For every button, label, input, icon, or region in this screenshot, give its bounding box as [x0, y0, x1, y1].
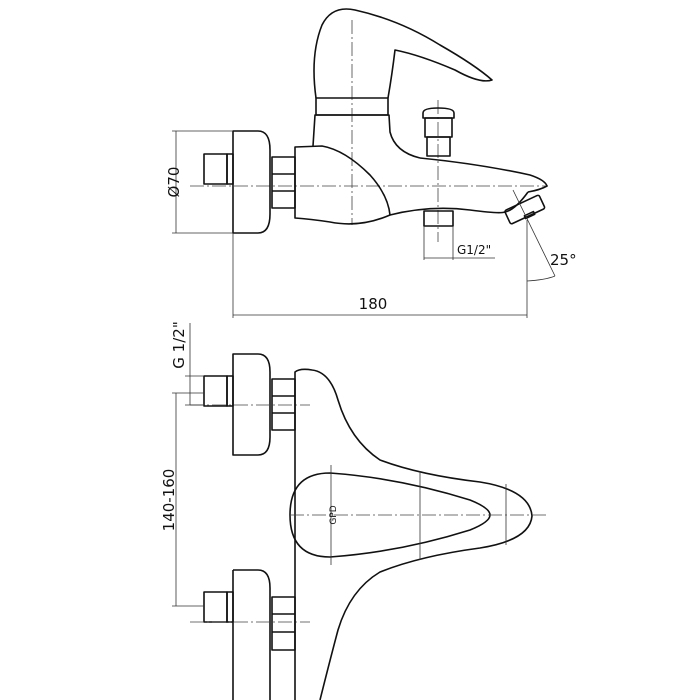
shower-outlet	[423, 210, 454, 227]
upper-hex-nut	[271, 378, 296, 431]
body-bottom	[389, 207, 506, 216]
diameter-label: Ø70	[165, 167, 183, 198]
front-view: GPD G 1/2" 140-160	[160, 321, 548, 700]
brand-logo: GPD	[329, 505, 339, 524]
angle-arc	[526, 275, 556, 282]
lower-hex-nut	[271, 596, 296, 651]
lower-inlet-pipe	[203, 591, 228, 623]
brand-logo-text: GPD	[329, 505, 339, 524]
side-view: Ø70 180 G1/2" 25°	[165, 8, 577, 318]
diverter-stem	[426, 136, 451, 157]
outlet-thread-label: G1/2"	[457, 243, 491, 257]
escutcheon	[232, 130, 271, 234]
upper-escutcheon	[232, 353, 271, 456]
mixer-body	[294, 145, 391, 225]
stem-ring	[315, 97, 389, 116]
front-body	[294, 368, 533, 700]
center-distance-label: 140-160	[160, 469, 178, 532]
inlet-pipe	[203, 153, 228, 185]
hex-nut	[271, 156, 296, 209]
length-label: 180	[359, 295, 388, 313]
inlet-pipe-collar	[226, 153, 234, 185]
aerator	[504, 194, 546, 225]
cartridge-stem	[312, 114, 421, 159]
lower-escutcheon	[233, 569, 271, 700]
diverter-knob	[424, 117, 453, 138]
lever-handle	[313, 8, 493, 99]
angle-label: 25°	[550, 251, 577, 269]
spout-top	[419, 157, 548, 193]
inlet-thread-label: G 1/2"	[170, 321, 188, 368]
upper-inlet-pipe	[203, 375, 228, 407]
diverter-cap	[422, 107, 455, 119]
